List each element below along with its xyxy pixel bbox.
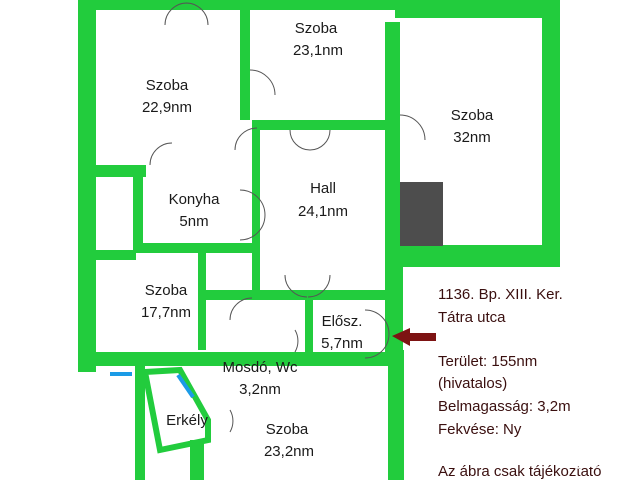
room-9-name: Erkély <box>166 412 208 429</box>
orientation-line: Fekvése: Ny <box>438 421 522 438</box>
room-5-area: 24,1nm <box>298 203 348 220</box>
room-7-area: 5,7nm <box>321 335 363 352</box>
watermark: zenga <box>571 454 626 470</box>
info-block: 1136. Bp. XIII. Ker. Tátra utca Terület:… <box>438 286 601 480</box>
room-4-name: Konyha <box>169 191 221 208</box>
room-4-area: 5nm <box>179 213 208 230</box>
address-line-2: Tátra utca <box>438 309 506 326</box>
window-mark-2 <box>176 373 195 399</box>
walls <box>78 0 560 480</box>
room-2-area: 22,9nm <box>142 99 192 116</box>
balcony <box>110 366 211 454</box>
room-7-name: Elősz. <box>322 313 363 330</box>
room-5-name: Hall <box>310 180 336 197</box>
watermark-logo-icon <box>571 455 585 469</box>
shaft <box>400 182 443 246</box>
doors <box>149 2 426 433</box>
disclaimer-line: Az ábra csak tájékoztató <box>438 463 601 480</box>
address-line-1: 1136. Bp. XIII. Ker. <box>438 286 563 303</box>
room-1-area: 23,1nm <box>293 42 343 59</box>
watermark-text: zenga <box>588 454 626 470</box>
room-6-name: Szoba <box>145 282 188 299</box>
room-10-name: Szoba <box>266 421 309 438</box>
room-8-name: Mosdó, Wc <box>222 359 298 376</box>
official-line: (hivatalos) <box>438 375 507 392</box>
room-labels: Szoba 23,1nm Szoba 22,9nm Szoba 32nm Kon… <box>141 20 494 460</box>
area-line: Terület: 155nm <box>438 353 537 370</box>
entrance-arrow-icon <box>392 328 436 346</box>
room-1-name: Szoba <box>295 20 338 37</box>
ceiling-line: Belmagasság: 3,2m <box>438 398 571 415</box>
room-3-area: 32nm <box>453 129 491 146</box>
window-mark <box>110 372 132 376</box>
room-10-area: 23,2nm <box>264 443 314 460</box>
room-3-name: Szoba <box>451 107 494 124</box>
room-2-name: Szoba <box>146 77 189 94</box>
room-6-area: 17,7nm <box>141 304 191 321</box>
room-8-area: 3,2nm <box>239 381 281 398</box>
